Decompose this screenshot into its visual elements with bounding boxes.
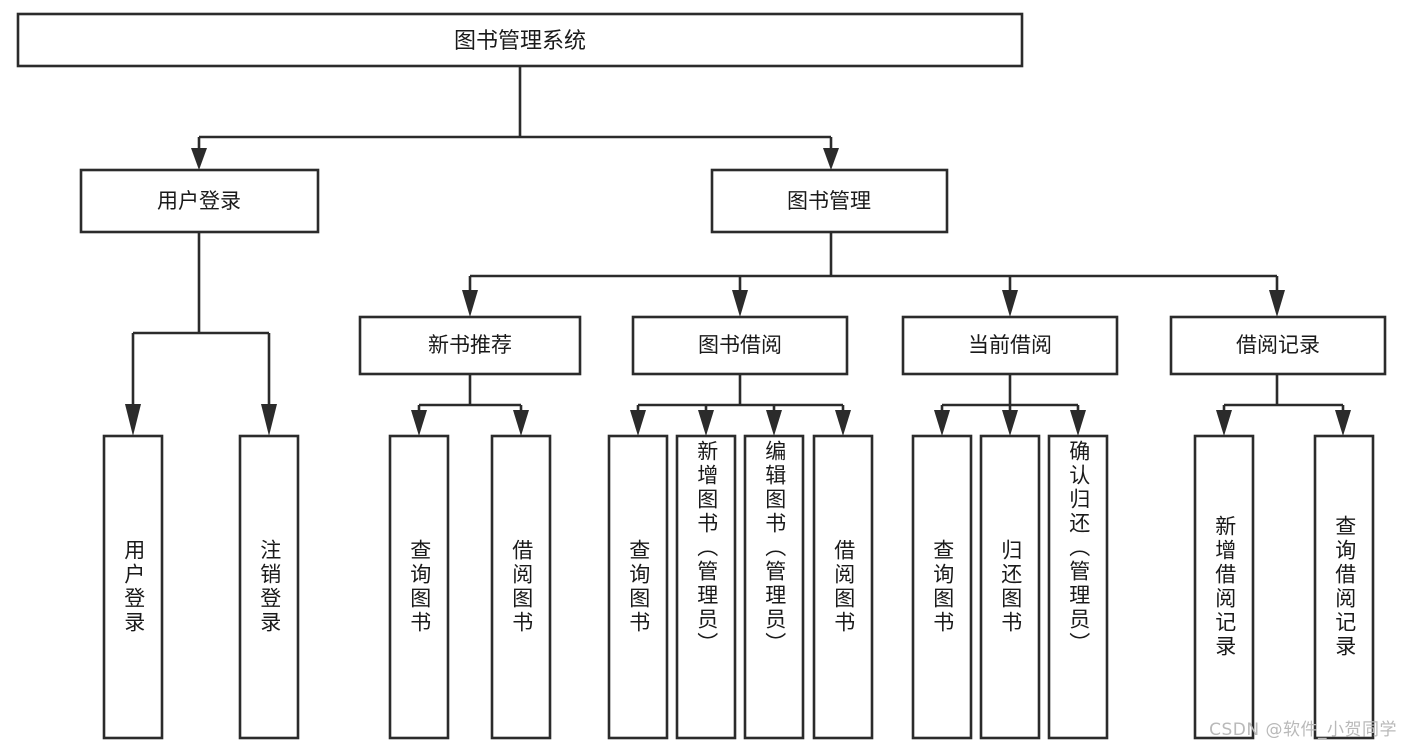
label-layer: 图书管理系统 用户登录 图书管理 新书推荐 图书借阅 当前借阅 借阅记录 bbox=[157, 29, 1320, 357]
node-current-borrow-label: 当前借阅 bbox=[968, 333, 1052, 357]
arrow-head-newbook-leaf-2 bbox=[513, 410, 529, 436]
node-leaf-currentborrow-query[interactable] bbox=[911, 434, 973, 740]
arrow-head-bookborrow-leaf-2 bbox=[698, 410, 714, 436]
node-leaf-user-login[interactable] bbox=[102, 434, 164, 740]
node-layer bbox=[16, 12, 1387, 740]
arrow-head-borrowrecord-leaf-1 bbox=[1216, 410, 1232, 436]
arrow-head-new-book bbox=[462, 290, 478, 317]
connector-layer bbox=[125, 66, 1351, 436]
node-leaf-newbook-query[interactable] bbox=[388, 434, 450, 740]
arrow-head-currentborrow-leaf-3 bbox=[1070, 410, 1086, 436]
node-new-book-label: 新书推荐 bbox=[428, 333, 512, 357]
node-book-borrow[interactable] bbox=[631, 315, 849, 376]
node-book-manage-label: 图书管理 bbox=[787, 189, 871, 213]
arrow-head-book-borrow bbox=[732, 290, 748, 317]
arrow-head-bookborrow-leaf-3 bbox=[766, 410, 782, 436]
node-leaf-bookborrow-borrow[interactable] bbox=[812, 434, 874, 740]
arrow-head-leaf-logout bbox=[261, 404, 277, 436]
csdn-watermark: CSDN @软件_小贺同学 bbox=[1209, 720, 1397, 740]
node-leaf-record-add[interactable] bbox=[1193, 434, 1255, 740]
node-book-borrow-label: 图书借阅 bbox=[698, 333, 782, 357]
node-new-book[interactable] bbox=[358, 315, 582, 376]
node-leaf-bookborrow-add[interactable] bbox=[675, 434, 737, 740]
node-leaf-bookborrow-query[interactable] bbox=[607, 434, 669, 740]
arrow-head-bookborrow-leaf-4 bbox=[835, 410, 851, 436]
node-borrow-record-label: 借阅记录 bbox=[1236, 333, 1320, 357]
arrow-head-borrow-record bbox=[1269, 290, 1285, 317]
node-user-login[interactable] bbox=[79, 168, 320, 234]
arrow-head-newbook-leaf-1 bbox=[411, 410, 427, 436]
arrow-head-book-manage bbox=[823, 148, 839, 170]
arrow-head-user-login bbox=[191, 148, 207, 170]
node-leaf-newbook-borrow[interactable] bbox=[490, 434, 552, 740]
node-user-login-label: 用户登录 bbox=[157, 189, 241, 213]
node-root[interactable] bbox=[16, 12, 1024, 68]
node-leaf-logout[interactable] bbox=[238, 434, 300, 740]
node-leaf-currentborrow-return[interactable] bbox=[979, 434, 1041, 740]
node-root-label: 图书管理系统 bbox=[454, 29, 586, 54]
node-leaf-currentborrow-confirm[interactable] bbox=[1047, 434, 1109, 740]
arrow-head-leaf-user-login bbox=[125, 404, 141, 436]
node-current-borrow[interactable] bbox=[901, 315, 1119, 376]
arrow-head-borrowrecord-leaf-2 bbox=[1335, 410, 1351, 436]
node-leaf-record-query[interactable] bbox=[1313, 434, 1375, 740]
arrow-head-currentborrow-leaf-1 bbox=[934, 410, 950, 436]
node-leaf-bookborrow-edit[interactable] bbox=[743, 434, 805, 740]
arrow-head-current-borrow bbox=[1002, 290, 1018, 317]
arrow-head-currentborrow-leaf-2 bbox=[1002, 410, 1018, 436]
arrow-head-bookborrow-leaf-1 bbox=[630, 410, 646, 436]
node-borrow-record[interactable] bbox=[1169, 315, 1387, 376]
node-book-manage[interactable] bbox=[710, 168, 949, 234]
